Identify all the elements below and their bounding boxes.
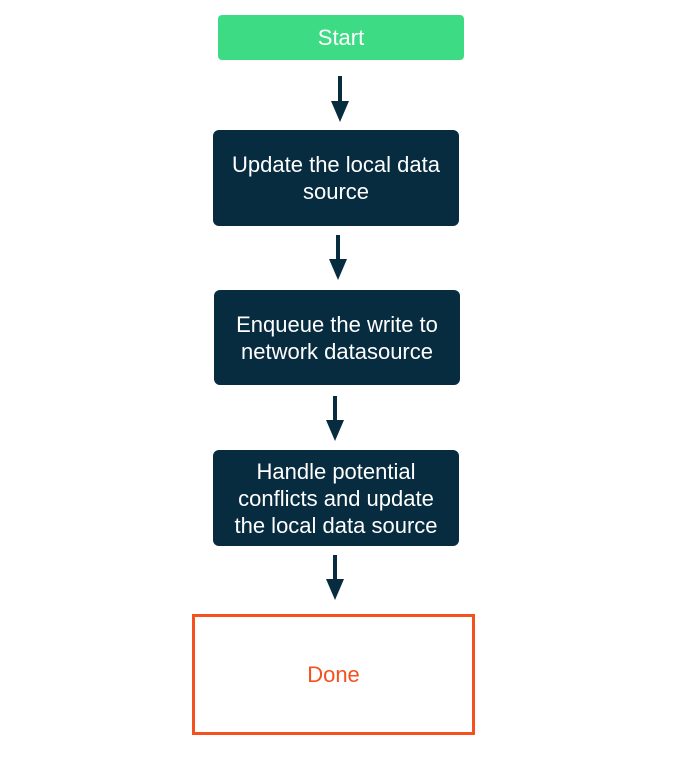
step-handle-conflicts: Handle potential conflicts and update th… xyxy=(213,450,459,546)
arrow-step-1-to-step-2 xyxy=(329,235,347,280)
start-node: Start xyxy=(218,15,464,60)
arrow-step-3-to-done xyxy=(326,555,344,600)
done-node: Done xyxy=(192,614,475,735)
step-enqueue-network-write: Enqueue the write to network datasource xyxy=(214,290,460,385)
arrow-start-to-step-1 xyxy=(331,76,349,122)
arrow-step-2-to-step-3 xyxy=(326,396,344,441)
step-update-local-data-source: Update the local data source xyxy=(213,130,459,226)
